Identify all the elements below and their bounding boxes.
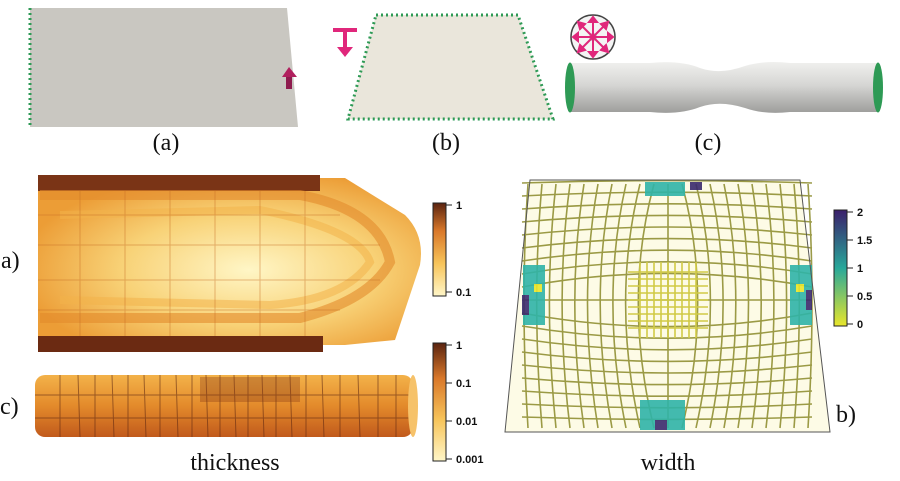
width-grid-line [521,390,813,397]
width-grid-line [561,183,571,429]
cb-bottom-tick-0.1: 0.1 [456,378,471,390]
cb-width-tick-1.5: 1.5 [857,235,872,247]
panel-b-plate [333,13,556,121]
arrow-up-icon [282,67,297,89]
width-grid-line [521,203,813,210]
cb-top-tick-1: 1 [456,200,462,212]
width-grid-line [521,261,813,275]
width-grid-line [521,249,813,262]
caption-thickness: thickness [190,450,279,476]
width-grid-line [548,183,557,429]
width-grid-line [521,214,813,223]
width-grid-line [521,325,813,339]
width-grid-line [586,183,599,429]
label-side-b: b) [836,402,856,428]
caption-width: width [641,450,696,476]
width-plate-b [504,179,831,433]
cb-width-tick-0.5: 0.5 [857,291,872,303]
cb-width-tick-0: 0 [857,319,863,331]
cb-width-tick-1: 1 [857,263,863,275]
width-grid-line [765,183,775,429]
radial-arrows-icon [570,14,616,60]
thickness-tube-c [35,374,418,438]
label-side-a: a) [1,248,20,274]
colorbar-thickness-top [432,202,452,297]
width-grid-line [521,377,813,386]
cb-bottom-tick-0.01: 0.01 [456,416,477,428]
cb-top-tick-0.1: 0.1 [456,287,471,299]
label-top-c: (c) [695,130,722,156]
label-side-c: c) [0,394,19,420]
label-top-a: (a) [153,130,180,156]
colorbar-width [833,209,853,327]
thickness-plate-a [38,175,421,352]
width-grid-line [521,338,813,351]
panel-a-sheet [28,8,298,127]
width-grid-line [737,183,750,429]
panel-c-cylinder [565,14,883,113]
width-grid-line [723,183,737,429]
width-grid-line [521,351,813,363]
width-grid-line [574,183,585,429]
arrow-down-icon [333,28,357,57]
cb-bottom-tick-0.001: 0.001 [456,454,484,466]
width-grid-line [779,183,788,429]
width-grid-line [521,237,813,249]
width-grid-line [751,183,762,429]
width-grid-line [521,179,813,184]
width-grid-line [521,364,813,374]
colorbar-thickness-bottom [432,342,452,462]
cb-bottom-tick-1: 1 [456,340,462,352]
width-grid-line [521,226,813,236]
cb-width-tick-2: 2 [857,207,863,219]
width-grid-line [599,183,613,429]
label-top-b: (b) [432,130,460,156]
